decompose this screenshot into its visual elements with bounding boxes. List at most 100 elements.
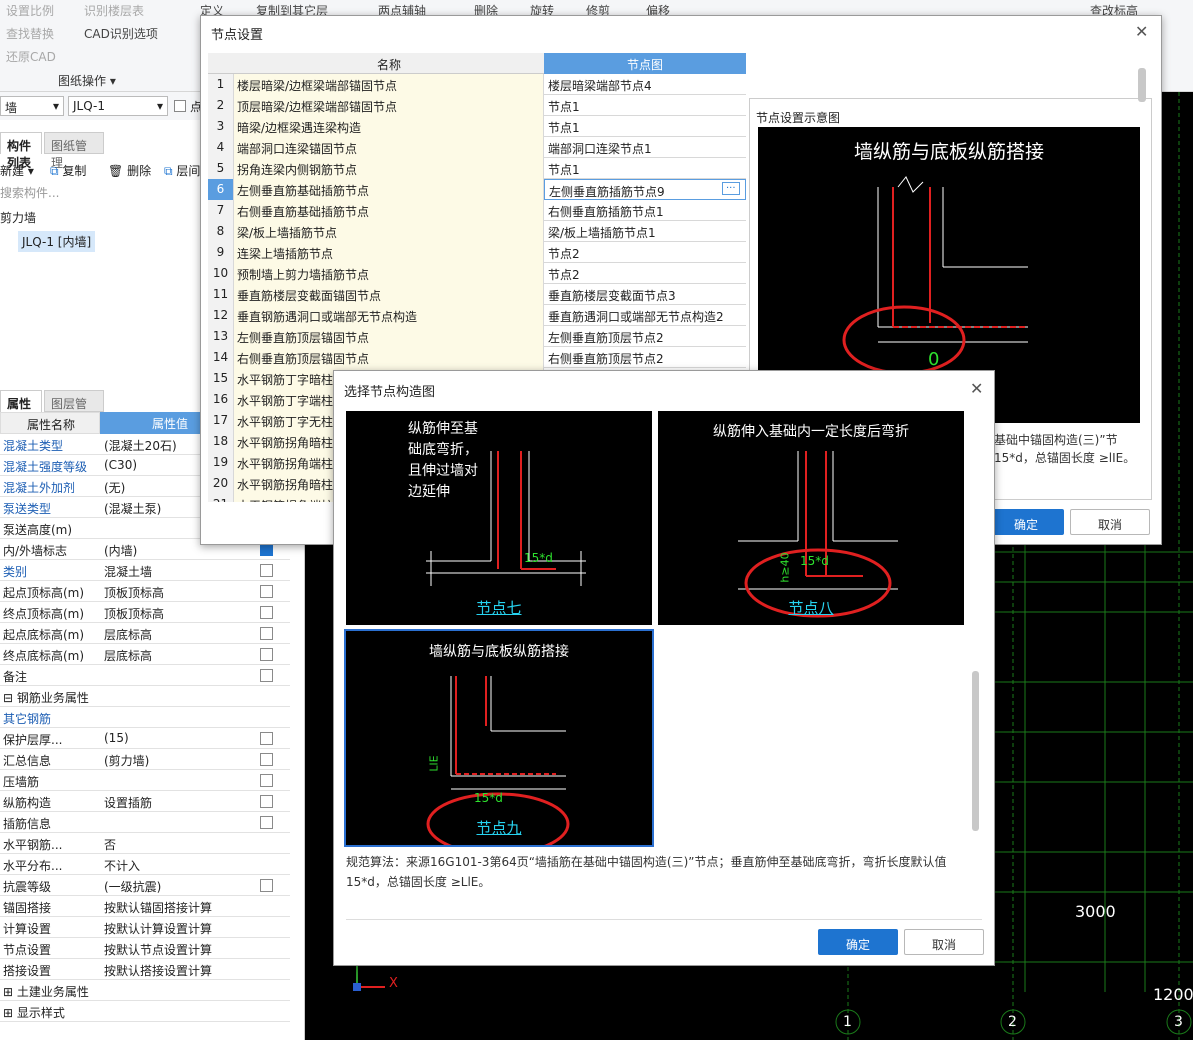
property-row[interactable]: 搭接设置按默认搭接设置计算 — [0, 959, 290, 980]
select-dialog-close-icon[interactable]: ✕ — [970, 379, 984, 398]
copy-button[interactable]: ⧉ 复制 — [50, 164, 87, 178]
component-select[interactable]: JLQ-1▾ — [68, 96, 168, 116]
node-cancel-button[interactable]: 取消 — [1070, 509, 1150, 535]
property-value[interactable]: 按默认计算设置计算 — [104, 922, 213, 936]
thumb-node-7[interactable]: 纵筋伸至基 础底弯折， 且伸过墙对 边延伸 15*d 节点七 — [346, 411, 652, 625]
restore-cad-button[interactable]: 还原CAD — [6, 50, 56, 64]
delete-component-button[interactable]: 🗑 删除 — [108, 164, 152, 178]
property-row[interactable]: 起点顶标高(m)顶板顶标高 — [0, 581, 290, 602]
drawing-ops-group-label[interactable]: 图纸操作 ▾ — [58, 74, 116, 88]
node-row-diagram[interactable]: 梁/板上墙插筋节点1 — [548, 226, 656, 240]
property-row[interactable]: 压墙筋 — [0, 770, 290, 791]
trim-button[interactable]: 修剪 — [586, 4, 611, 18]
select-ok-button[interactable]: 确定 — [818, 929, 898, 955]
tab-drawing-manage[interactable]: 图纸管理 — [44, 132, 104, 170]
property-value[interactable]: 不计入 — [104, 859, 141, 873]
property-value[interactable]: 混凝土墙 — [104, 565, 153, 579]
property-value[interactable]: 按默认锚固搭接计算 — [104, 901, 213, 915]
select-cancel-button[interactable]: 取消 — [904, 929, 984, 955]
property-row[interactable]: 抗震等级(一级抗震) — [0, 875, 290, 896]
find-replace-button[interactable]: 查找替换 — [6, 27, 55, 41]
identify-floor-table-button[interactable]: 识别楼层表 — [84, 4, 145, 18]
node-row-diagram[interactable]: 楼层暗梁端部节点4 — [548, 79, 652, 93]
node-row-diagram[interactable]: 节点2 — [548, 268, 580, 282]
property-row[interactable]: 纵筋构造设置插筋 — [0, 791, 290, 812]
property-value[interactable]: 设置插筋 — [104, 796, 153, 810]
rotate-button[interactable]: 旋转 — [530, 4, 555, 18]
node-row-diagram[interactable]: 右侧垂直筋插筋节点1 — [548, 205, 664, 219]
tree-root-shear-wall[interactable]: 剪力墙 — [0, 211, 37, 225]
property-row[interactable]: ⊞ 显示样式 — [0, 1001, 290, 1022]
property-row[interactable]: 混凝土强度等级(C30) — [0, 455, 290, 476]
property-checkbox[interactable] — [260, 753, 273, 766]
property-row[interactable]: 节点设置按默认节点设置计算 — [0, 938, 290, 959]
copy-to-floor-button[interactable]: 复制到其它层 — [256, 4, 329, 18]
node-row-diagram[interactable]: 节点1 — [548, 121, 580, 135]
property-value[interactable]: (无) — [104, 481, 126, 495]
property-value[interactable]: 按默认搭接设置计算 — [104, 964, 213, 978]
tab-layer-manage[interactable]: 图层管理 — [44, 390, 104, 428]
node-row-diagram[interactable]: 垂直筋遇洞口或端部无节点构造2 — [548, 310, 724, 324]
node-preview-scrollbar[interactable] — [1138, 68, 1146, 102]
node-row-diagram[interactable]: 左侧垂直筋插筋节点9 — [544, 179, 746, 200]
property-value[interactable]: 否 — [104, 838, 117, 852]
property-value[interactable]: 层底标高 — [104, 628, 153, 642]
property-row[interactable]: 内/外墙标志(内墙) — [0, 539, 290, 560]
property-checkbox[interactable] — [260, 564, 273, 577]
property-checkbox[interactable] — [260, 795, 273, 808]
search-input[interactable]: 搜索构件... — [0, 186, 60, 200]
property-value[interactable]: (C30) — [104, 458, 138, 472]
property-row[interactable]: 插筋信息 — [0, 812, 290, 833]
show-checkbox[interactable] — [174, 100, 186, 112]
property-row[interactable]: 泵送类型(混凝土泵) — [0, 497, 290, 518]
property-checkbox[interactable] — [260, 774, 273, 787]
property-checkbox[interactable] — [260, 585, 273, 598]
property-value[interactable]: (一级抗震) — [104, 880, 162, 894]
tab-component-list[interactable]: 构件列表 — [0, 132, 42, 170]
node-row-diagram[interactable]: 节点1 — [548, 100, 580, 114]
property-value[interactable]: (剪力墙) — [104, 754, 150, 768]
property-value[interactable]: (15) — [104, 731, 129, 745]
property-checkbox[interactable] — [260, 816, 273, 829]
property-row[interactable]: 泵送高度(m) — [0, 518, 290, 539]
tree-item-jlq1[interactable]: JLQ-1 [内墙] — [18, 231, 96, 252]
property-checkbox[interactable] — [260, 627, 273, 640]
new-button[interactable]: 新建 ▾ — [0, 164, 34, 178]
property-row[interactable]: 保护层厚...(15) — [0, 728, 290, 749]
property-row[interactable]: 其它钢筋 — [0, 707, 290, 728]
cad-options-button[interactable]: CAD识别选项 — [84, 27, 158, 41]
property-checkbox[interactable] — [260, 669, 273, 682]
thumb-node-9[interactable]: 墙纵筋与底板纵筋搭接 15*d LlE 节点九 — [344, 629, 654, 847]
tab-property-list[interactable]: 属性列表 — [0, 390, 42, 428]
node-row-diagram[interactable]: 节点1 — [548, 163, 580, 177]
property-row[interactable]: ⊟ 钢筋业务属性 — [0, 686, 290, 707]
property-checkbox[interactable] — [260, 606, 273, 619]
property-row[interactable]: 终点顶标高(m)顶板顶标高 — [0, 602, 290, 623]
property-row[interactable]: 水平钢筋...否 — [0, 833, 290, 854]
property-row[interactable]: 终点底标高(m)层底标高 — [0, 644, 290, 665]
property-row[interactable]: 混凝土类型(混凝土20石) — [0, 434, 290, 455]
delete-button[interactable]: 删除 — [474, 4, 499, 18]
property-value[interactable]: (内墙) — [104, 544, 138, 558]
set-scale-button[interactable]: 设置比例 — [6, 4, 55, 18]
property-value[interactable]: 顶板顶标高 — [104, 607, 165, 621]
category-select[interactable]: 墙▾ — [0, 96, 64, 116]
node-row-diagram[interactable]: 节点2 — [548, 247, 580, 261]
property-row[interactable]: 混凝土外加剂(无) — [0, 476, 290, 497]
thumb-node-8[interactable]: 纵筋伸入基础内一定长度后弯折 15*d h≥40 节点八 — [658, 411, 964, 625]
property-row[interactable]: ⊞ 土建业务属性 — [0, 980, 290, 1001]
property-value[interactable]: 层底标高 — [104, 649, 153, 663]
two-point-axis-button[interactable]: 两点辅轴 — [378, 4, 427, 18]
property-checkbox[interactable] — [260, 732, 273, 745]
